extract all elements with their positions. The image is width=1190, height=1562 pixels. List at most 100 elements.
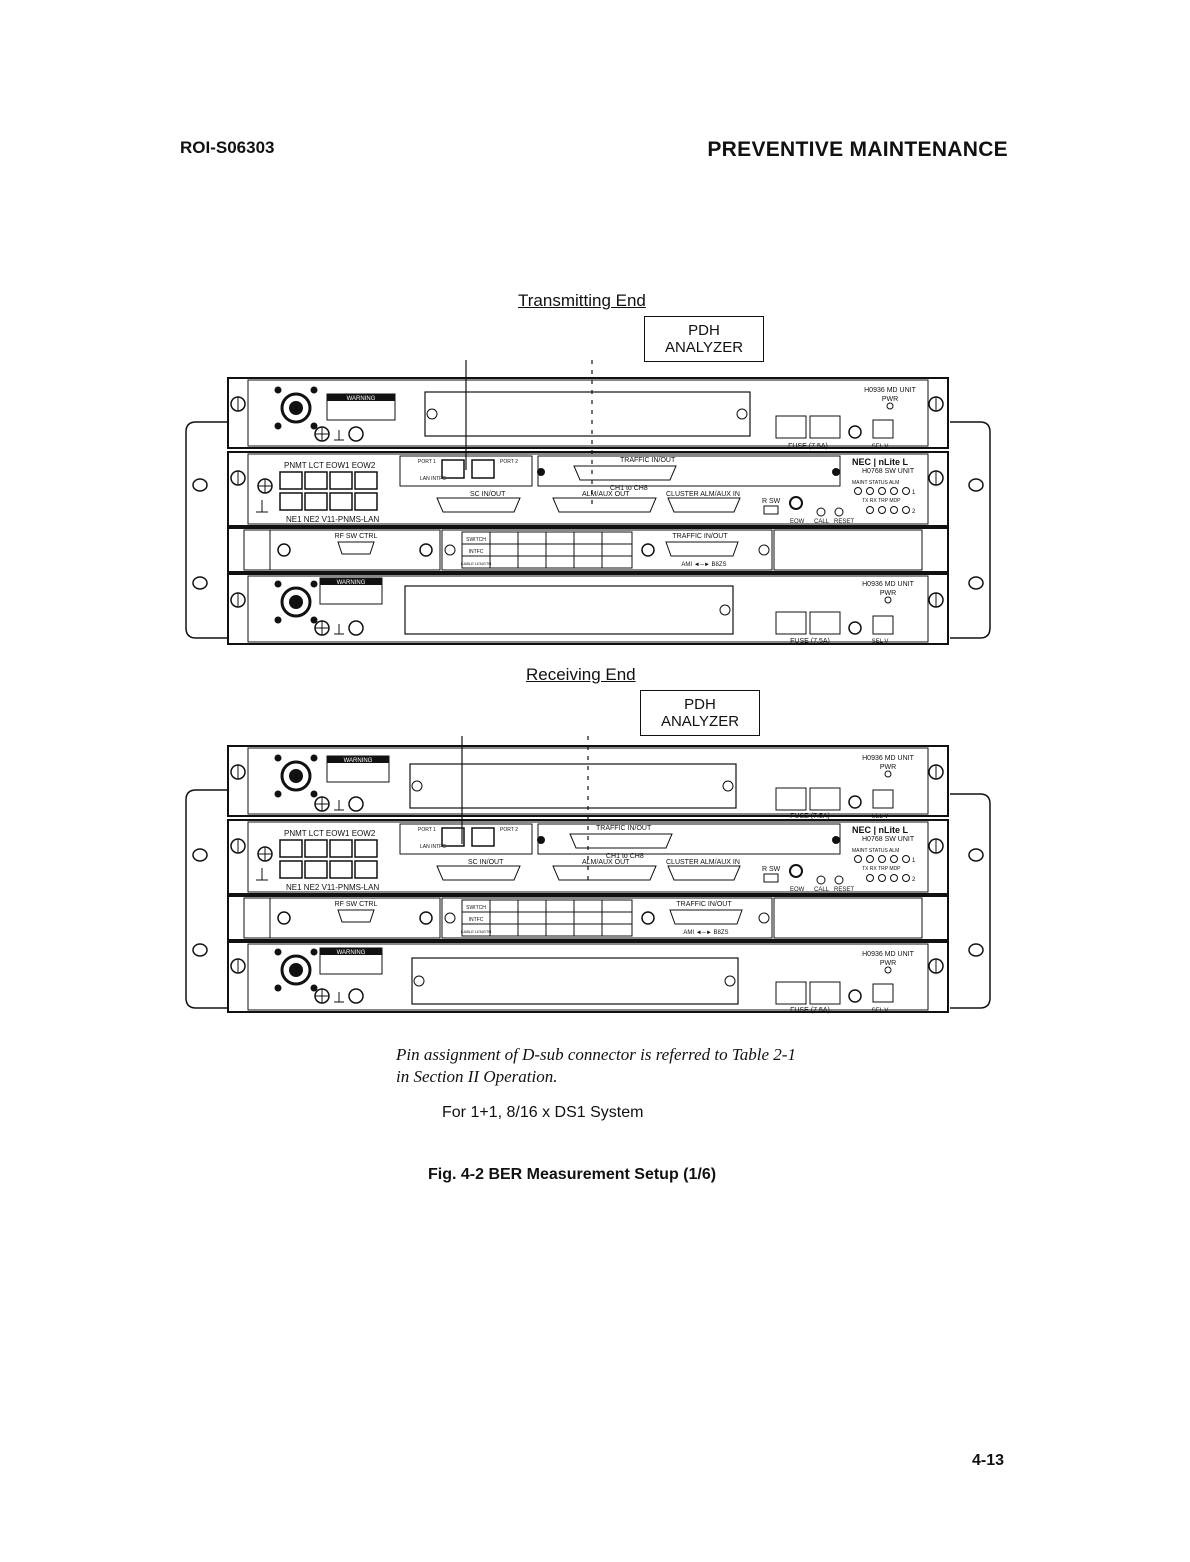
cable-row-header: CABLE LENGTH — [461, 561, 492, 566]
analyzer-label-1: PDH — [684, 696, 716, 713]
receiving-rack: WARNING H0936 MD UNIT PWR FUSE (7.5A) SE… — [185, 736, 991, 1014]
cluster-label: CLUSTER ALM/AUX IN — [666, 859, 740, 866]
md-unit-name: H0936 MD UNIT — [864, 387, 916, 394]
alm-aux-out-label: ALM/AUX OUT — [582, 491, 630, 498]
ami-b8zs-label: AMI ◄─► B8ZS — [681, 562, 726, 568]
alarm-labels: TX RX TRP MDP — [862, 498, 901, 504]
md-pwr-label: PWR — [880, 764, 896, 771]
figure-caption: Fig. 4-2 BER Measurement Setup (1/6) — [428, 1166, 717, 1183]
sel-v-label: SEL V — [872, 1008, 889, 1014]
rf-sw-ctrl-label: RF SW CTRL — [335, 533, 378, 540]
sw-unit-name: H0768 SW UNIT — [862, 836, 915, 843]
rsw-label: R SW — [762, 866, 781, 873]
lan-intfc-label: LAN INTFC — [420, 476, 446, 482]
call-label: CALL — [814, 887, 830, 893]
sc-inout-label: SC IN/OUT — [470, 491, 506, 498]
transmitting-rack: WARNING H0936 MD UNIT PWR FUSE (7.5A) SE… — [185, 360, 991, 645]
md-pwr-label: PWR — [880, 590, 896, 597]
sel-v-label: SEL V — [872, 814, 889, 820]
receiving-end-title: Receiving End — [526, 665, 636, 684]
sw-unit: PNMT LCT EOW1 EOW2 NE1 NE2 V11-PNMS-LAN … — [227, 819, 949, 895]
port1-label: PORT 1 — [418, 827, 436, 833]
eow-label: EOW — [790, 887, 805, 893]
pnmt-labels: PNMT LCT EOW1 EOW2 — [284, 829, 376, 838]
brand-label: NEC | nLite L — [852, 825, 909, 835]
transmitting-end-title: Transmitting End — [518, 291, 646, 310]
channels-label: CH1 to CH8 — [610, 485, 648, 492]
rack-ears — [185, 421, 991, 639]
analyzer-label-2: ANALYZER — [660, 713, 740, 730]
rf-traffic-label: TRAFFIC IN/OUT — [676, 901, 732, 908]
fuse-label: FUSE (7.5A) — [790, 813, 830, 820]
warning-label: WARNING — [337, 950, 366, 956]
md-pwr-label: PWR — [880, 960, 896, 967]
system-label: For 1+1, 8/16 x DS1 System — [442, 1104, 644, 1121]
warning-label: WARNING — [337, 580, 366, 586]
warning-label: WARNING — [347, 396, 376, 402]
port2-label: PORT 2 — [500, 459, 518, 465]
row-2-label: 2 — [912, 877, 916, 883]
fuse-label: FUSE (7.5A) — [790, 1007, 830, 1014]
md-unit-name: H0936 MD UNIT — [862, 755, 914, 762]
md-unit: WARNING H0936 MD UNIT PWR FUSE (7.5A) SE… — [227, 745, 949, 820]
md-unit: WARNING H0936 MD UNIT PWR FUSE (7.5A) SE… — [227, 941, 949, 1014]
md-pwr-label: PWR — [882, 396, 898, 403]
intfc-row-header: INTFC — [469, 917, 484, 923]
section-title: PREVENTIVE MAINTENANCE — [707, 138, 1008, 161]
switch-row-header: SWITCH — [466, 537, 486, 543]
ne-labels: NE1 NE2 V11-PNMS-LAN — [286, 515, 379, 524]
note-line-1: Pin assignment of D-sub connector is ref… — [396, 1045, 796, 1064]
status-label: MAINT STATUS ALM — [852, 848, 899, 854]
port2-label: PORT 2 — [500, 827, 518, 833]
reset-label: RESET — [834, 519, 854, 525]
row-1-label: 1 — [912, 490, 916, 496]
sel-v-label: SEL V — [872, 444, 889, 450]
cable-row-header: CABLE LENGTH — [461, 929, 492, 934]
switch-table: SWITCH INTFC CABLE LENGTH — [461, 531, 633, 569]
eow-label: EOW — [790, 519, 805, 525]
page-number: 4-13 — [971, 1452, 1004, 1469]
analyzer-label-1: PDH — [688, 322, 720, 339]
cluster-label: CLUSTER ALM/AUX IN — [666, 491, 740, 498]
rf-sw-ctrl-label: RF SW CTRL — [335, 901, 378, 908]
sc-inout-label: SC IN/OUT — [468, 859, 504, 866]
sw-unit-name: H0768 SW UNIT — [862, 468, 915, 475]
md-unit-name: H0936 MD UNIT — [862, 951, 914, 958]
alarm-labels: TX RX TRP MDP — [862, 866, 901, 872]
document-id: ROI-S06303 — [180, 138, 275, 157]
status-label: MAINT STATUS ALM — [852, 480, 899, 486]
alm-aux-out-label: ALM/AUX OUT — [582, 859, 630, 866]
port1-label: PORT 1 — [418, 459, 436, 465]
md-unit: WARNING H0936 MD UNIT PWR FUSE (7.5A) SE… — [227, 377, 949, 450]
switch-table: SWITCH INTFC CABLE LENGTH — [461, 899, 633, 937]
intfc-row-header: INTFC — [469, 549, 484, 555]
ami-b8zs-label: AMI ◄─► B8ZS — [683, 930, 728, 936]
warning-label: WARNING — [344, 758, 373, 764]
pdh-analyzer-transmit: PDH ANALYZER — [644, 316, 764, 362]
rf-unit: RF SW CTRL SWITCH INTFC CABLE LENGTH TRA… — [227, 527, 949, 573]
ne-labels: NE1 NE2 V11-PNMS-LAN — [286, 883, 379, 892]
rack-ears — [185, 789, 991, 1009]
channels-label: CH1 to CH8 — [606, 853, 644, 860]
rf-traffic-label: TRAFFIC IN/OUT — [672, 533, 728, 540]
note-line-2: in Section II Operation. — [396, 1067, 558, 1086]
reset-label: RESET — [834, 887, 854, 893]
traffic-label: TRAFFIC IN/OUT — [620, 457, 676, 464]
fuse-label: FUSE (7.5A) — [790, 638, 830, 645]
row-1-label: 1 — [912, 858, 916, 864]
switch-row-header: SWITCH — [466, 905, 486, 911]
sw-unit: PNMT LCT EOW1 EOW2 NE1 NE2 V11-PNMS-LAN … — [227, 451, 949, 527]
pdh-analyzer-receive: PDH ANALYZER — [640, 690, 760, 736]
md-unit-name: H0936 MD UNIT — [862, 581, 914, 588]
pin-assignment-note: Pin assignment of D-sub connector is ref… — [396, 1044, 796, 1088]
call-label: CALL — [814, 519, 830, 525]
brand-label: NEC | nLite L — [852, 457, 909, 467]
analyzer-label-2: ANALYZER — [664, 339, 744, 356]
rf-unit: RF SW CTRL SWITCH INTFC CABLE LENGTH TRA… — [227, 895, 949, 941]
traffic-label: TRAFFIC IN/OUT — [596, 825, 652, 832]
pnmt-labels: PNMT LCT EOW1 EOW2 — [284, 461, 376, 470]
lan-intfc-label: LAN INTFC — [420, 844, 446, 850]
fuse-label: FUSE (7.5A) — [788, 443, 828, 450]
sel-v-label: SEL V — [872, 639, 889, 645]
row-2-label: 2 — [912, 509, 916, 515]
